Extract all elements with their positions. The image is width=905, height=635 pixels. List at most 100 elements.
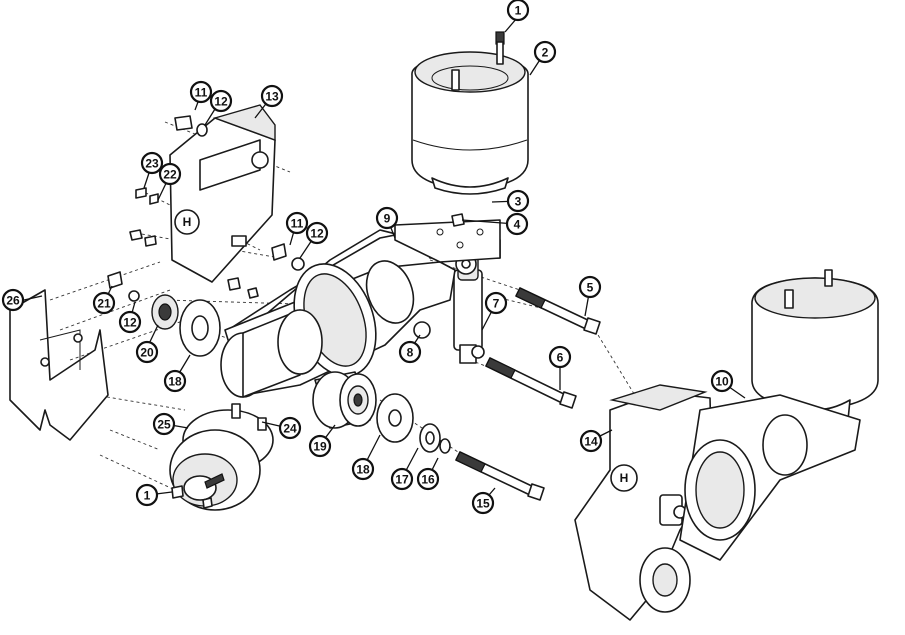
hanger-bracket-26	[9, 289, 109, 441]
callout-circle	[548, 345, 572, 369]
callout-c15: 15	[471, 491, 495, 515]
washers	[151, 294, 451, 454]
callout-number: 4	[514, 218, 521, 232]
callout-circle	[209, 89, 233, 113]
callout-c13: 13	[260, 84, 284, 108]
callout-c2: 2	[533, 40, 557, 64]
callout-circle	[1, 288, 25, 312]
callout-circle	[135, 483, 159, 507]
wheel-assembly	[169, 403, 274, 511]
callout-c17: 17	[390, 467, 414, 491]
callout-number: 18	[356, 463, 370, 477]
callout-circle	[505, 212, 529, 236]
callout-c26: 26	[1, 288, 25, 312]
callout-number: 9	[384, 212, 391, 226]
callout-c22: 22	[158, 162, 182, 186]
shock-absorber	[453, 247, 485, 364]
callout-number: 21	[97, 297, 111, 311]
callout-number: 12	[214, 95, 228, 109]
callout-c5: 5	[578, 275, 602, 299]
callout-c10: 10	[710, 369, 734, 393]
callout-number: 1	[144, 489, 151, 503]
callout-number: 13	[265, 90, 279, 104]
callout-circle	[92, 291, 116, 315]
callout-c11a: 11	[189, 80, 213, 104]
callout-number: 24	[283, 422, 297, 436]
callout-c24: 24	[278, 416, 302, 440]
bracket-logo-letter: H	[183, 215, 192, 229]
callout-circle	[390, 467, 414, 491]
callout-number: 7	[493, 297, 500, 311]
callout-c9: 9	[375, 206, 399, 230]
callout-number: 18	[168, 375, 182, 389]
callout-circle	[308, 434, 332, 458]
callout-circle	[375, 206, 399, 230]
callout-c16: 16	[416, 467, 440, 491]
callout-circle	[710, 369, 734, 393]
callout-c1b: 1	[135, 483, 159, 507]
callout-number: 20	[140, 346, 154, 360]
callout-number: 19	[313, 440, 327, 454]
callout-c8: 8	[398, 340, 422, 364]
callout-circle	[140, 151, 164, 175]
callout-number: 5	[587, 281, 594, 295]
callout-circle	[260, 84, 284, 108]
callout-circle	[189, 80, 213, 104]
callout-c12c: 12	[118, 310, 142, 334]
callout-c1a: 1	[506, 0, 530, 22]
callout-number: 10	[715, 375, 729, 389]
callout-circle	[163, 369, 187, 393]
callout-circle	[578, 275, 602, 299]
callout-c14: 14	[579, 429, 603, 453]
callout-c20: 20	[135, 340, 159, 364]
callout-number: 3	[515, 195, 522, 209]
callout-c23: 23	[140, 151, 164, 175]
callout-number: 11	[291, 217, 304, 231]
callout-circle	[416, 467, 440, 491]
trailing-arm	[220, 219, 501, 398]
callout-c12b: 12	[305, 221, 329, 245]
callout-circle	[135, 340, 159, 364]
hanger-bracket-13: H	[169, 104, 276, 283]
callout-c12a: 12	[209, 89, 233, 113]
callout-number: 14	[584, 435, 598, 449]
callout-circle	[305, 221, 329, 245]
callout-circle	[351, 457, 375, 481]
callout-number: 25	[157, 418, 171, 432]
callout-c3: 3	[506, 189, 530, 213]
bolts	[413, 287, 601, 501]
small-fasteners	[107, 115, 465, 509]
callout-circle	[278, 416, 302, 440]
callout-number: 6	[557, 351, 564, 365]
air-spring-upper	[411, 31, 529, 195]
callout-c6: 6	[548, 345, 572, 369]
callout-c4: 4	[505, 212, 529, 236]
callout-c25: 25	[152, 412, 176, 436]
callout-number: 12	[310, 227, 324, 241]
callout-circle	[158, 162, 182, 186]
callout-c18a: 18	[163, 369, 187, 393]
callout-circle	[398, 340, 422, 364]
callout-c21: 21	[92, 291, 116, 315]
callout-c11b: 11	[285, 211, 309, 235]
callout-number: 1	[515, 4, 522, 18]
callout-number: 17	[395, 473, 409, 487]
callout-circle	[118, 310, 142, 334]
callout-number: 22	[163, 168, 177, 182]
callout-labels: 1234567891011111212121314151617181819202…	[1, 0, 734, 515]
callout-circle	[533, 40, 557, 64]
callout-circle	[484, 291, 508, 315]
callout-number: 15	[476, 497, 490, 511]
callout-circle	[152, 412, 176, 436]
callout-circle	[579, 429, 603, 453]
callout-number: 23	[145, 157, 159, 171]
callout-circle	[471, 491, 495, 515]
pivot-bushing	[312, 371, 377, 429]
callout-number: 26	[6, 294, 20, 308]
bracket-right-logo-letter: H	[620, 471, 629, 485]
callout-number: 8	[407, 346, 414, 360]
callout-number: 2	[542, 46, 549, 60]
callout-c7: 7	[484, 291, 508, 315]
callout-c19: 19	[308, 434, 332, 458]
